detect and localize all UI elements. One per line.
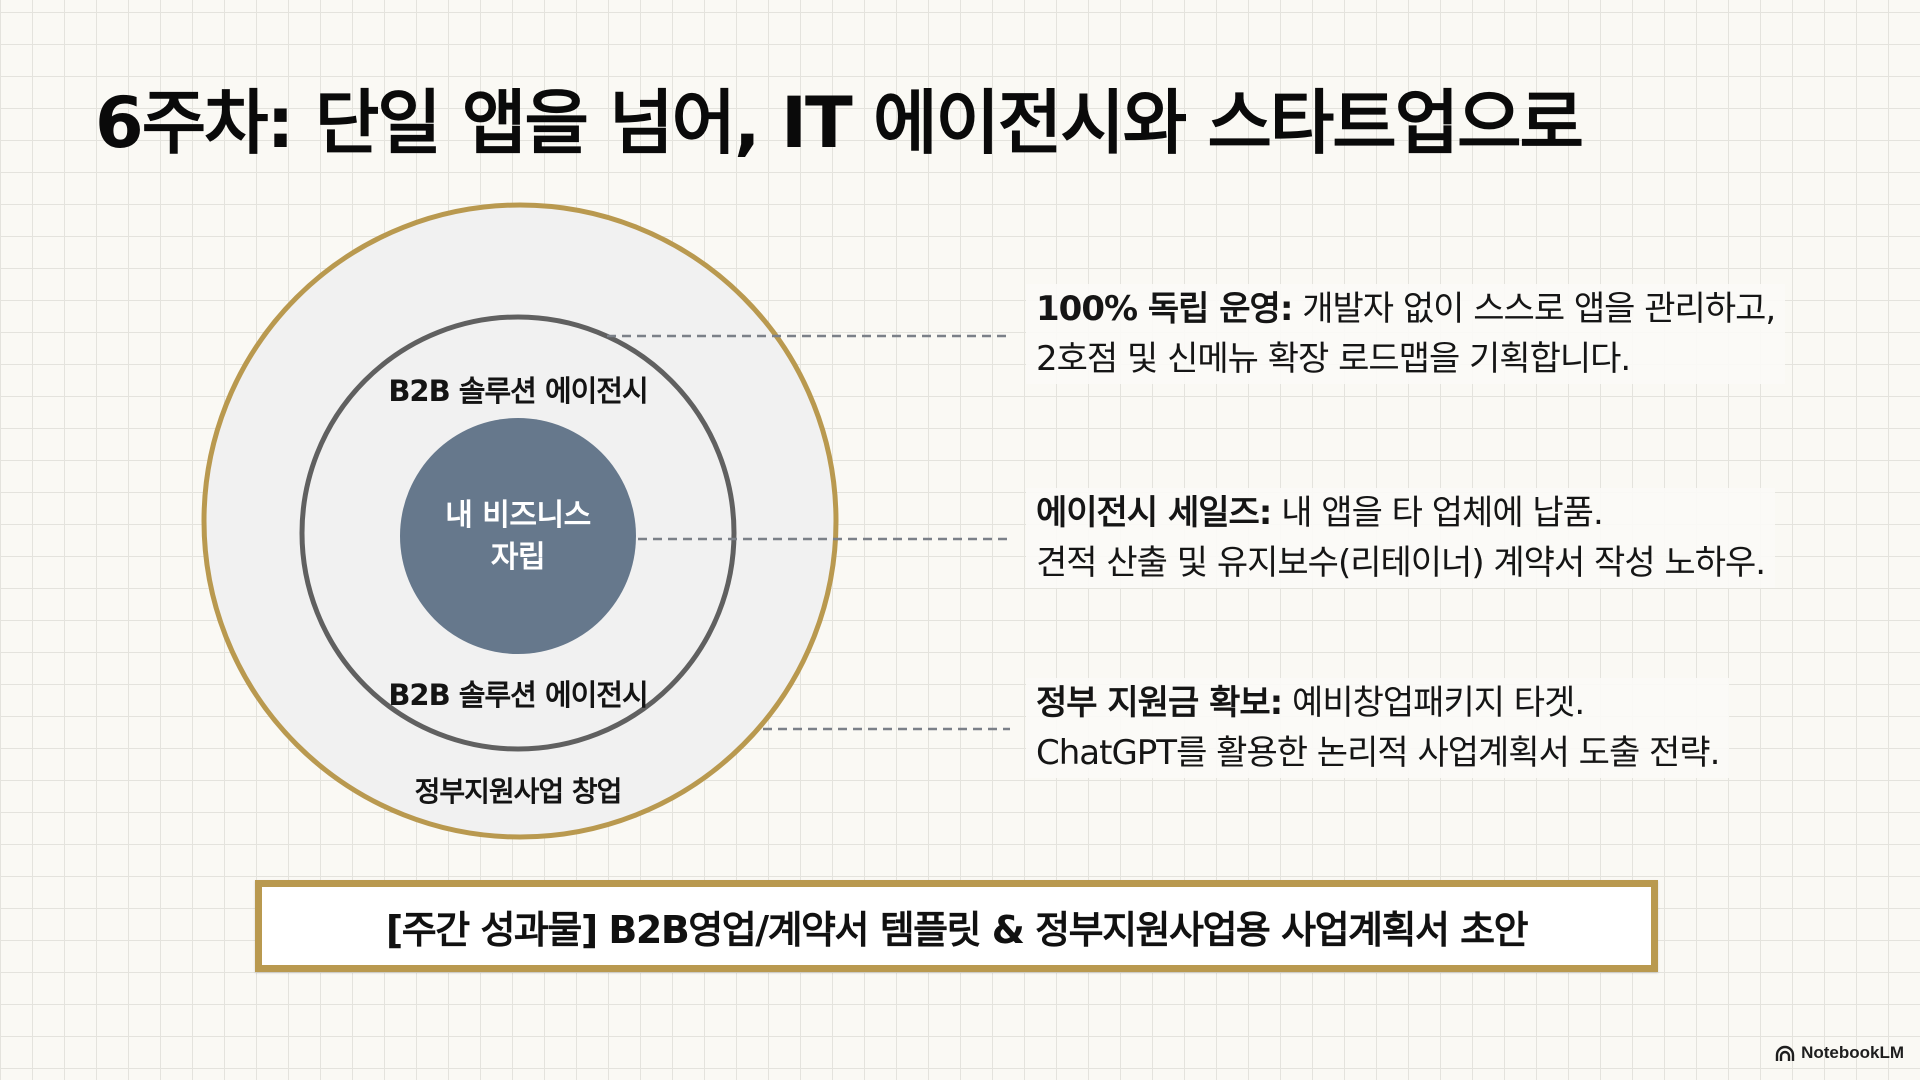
inner-ring-label-bottom: B2B 솔루션 에이전시 (388, 678, 648, 712)
point-independent-operation: 100% 독립 운영: 개발자 없이 스스로 앱을 관리하고, 2호점 및 신메… (1026, 284, 1786, 384)
notebooklm-logo-icon (1775, 1045, 1795, 1061)
point-text: 개발자 없이 스스로 앱을 관리하고, (1292, 289, 1776, 329)
point-line-2: 2호점 및 신메뉴 확장 로드맵을 기획합니다. (1036, 339, 1631, 379)
point-government-funding: 정부 지원금 확보: 예비창업패키지 타겟. ChatGPT를 활용한 논리적 … (1026, 678, 1730, 778)
weekly-deliverable-text: [주간 성과물] B2B영업/계약서 템플릿 & 정부지원사업용 사업계획서 초… (385, 907, 1529, 952)
point-line-2: 견적 산출 및 유지보수(리테이너) 계약서 작성 노하우. (1036, 543, 1766, 583)
slide-title: 6주차: 단일 앱을 넘어, IT 에이전시와 스타트업으로 (95, 82, 1584, 164)
inner-ring-label-top: B2B 솔루션 에이전시 (388, 374, 648, 408)
point-heading: 에이전시 세일즈: (1036, 493, 1272, 533)
point-agency-sales: 에이전시 세일즈: 내 앱을 타 업체에 납품. 견적 산출 및 유지보수(리테… (1026, 488, 1776, 588)
point-line-2: ChatGPT를 활용한 논리적 사업계획서 도출 전략. (1036, 733, 1720, 773)
point-heading: 100% 독립 운영: (1036, 289, 1293, 329)
point-text: 내 앱을 타 업체에 납품. (1271, 493, 1604, 533)
point-text: 예비창업패키지 타겟. (1282, 683, 1585, 723)
notebooklm-label: NotebookLM (1801, 1043, 1904, 1062)
core-label-line2: 자립 (490, 540, 546, 575)
point-heading: 정부 지원금 확보: (1036, 683, 1283, 723)
point-line-1: 100% 독립 운영: 개발자 없이 스스로 앱을 관리하고, (1036, 284, 1776, 334)
point-line-1: 에이전시 세일즈: 내 앱을 타 업체에 납품. (1036, 488, 1765, 538)
weekly-deliverable-box: [주간 성과물] B2B영업/계약서 템플릿 & 정부지원사업용 사업계획서 초… (255, 880, 1658, 972)
outer-ring-label: 정부지원사업 창업 (414, 775, 623, 808)
point-line-1: 정부 지원금 확보: 예비창업패키지 타겟. (1036, 678, 1719, 728)
core-label: 내 비즈니스 자립 (400, 495, 636, 579)
core-label-line1: 내 비즈니스 (445, 498, 591, 533)
notebooklm-branding: NotebookLM (1775, 1043, 1904, 1063)
